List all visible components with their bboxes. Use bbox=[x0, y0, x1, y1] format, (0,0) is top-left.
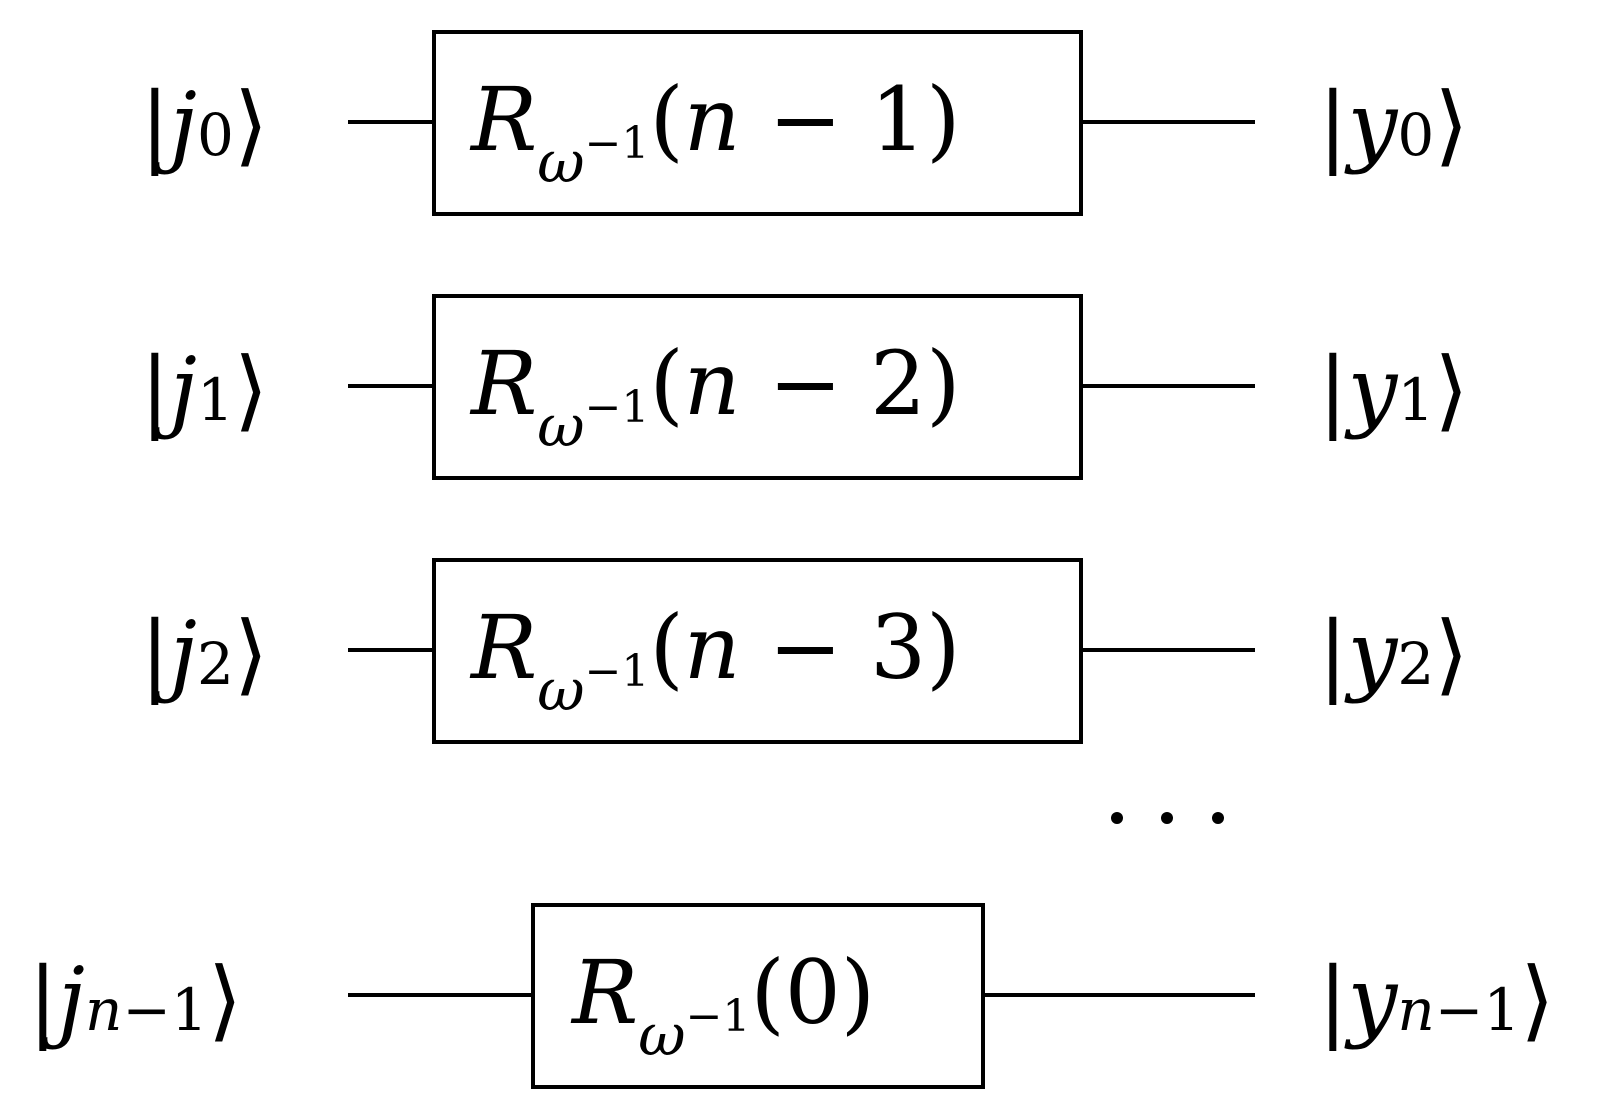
gate-label-last: Rω−1(0) bbox=[570, 941, 875, 1069]
gate-box-2 bbox=[432, 558, 1083, 744]
gate-label-2: Rω−1(n − 3) bbox=[469, 596, 961, 724]
input-ket-j2: |j2⟩ bbox=[140, 602, 268, 705]
gate-box-1 bbox=[432, 294, 1083, 480]
output-ket-y1: |y1⟩ bbox=[1318, 338, 1469, 441]
output-ket-y0: |y0⟩ bbox=[1318, 73, 1469, 176]
ellipsis bbox=[1111, 812, 1224, 824]
input-ket-jn-1: |jn−1⟩ bbox=[28, 948, 242, 1051]
gate-label-1: Rω−1(n − 2) bbox=[469, 332, 961, 460]
input-ket-j0: |j0⟩ bbox=[140, 73, 268, 176]
output-ket-y2: |y2⟩ bbox=[1318, 602, 1469, 705]
qubit-row-2: |j2⟩ Rω−1(n − 3) |y2⟩ bbox=[140, 558, 1469, 744]
input-ket-j1: |j1⟩ bbox=[140, 338, 268, 441]
output-ket-yn-1: |yn−1⟩ bbox=[1318, 948, 1555, 1051]
qubit-row-1: |j1⟩ Rω−1(n − 2) |y1⟩ bbox=[140, 294, 1469, 480]
ellipsis-dot bbox=[1161, 812, 1173, 824]
gate-label-0: Rω−1(n − 1) bbox=[469, 68, 961, 196]
qubit-row-0: |j0⟩ Rω−1(n − 1) |y0⟩ bbox=[140, 30, 1469, 216]
qubit-row-last: |jn−1⟩ Rω−1(0) |yn−1⟩ bbox=[28, 903, 1555, 1089]
ellipsis-dot bbox=[1212, 812, 1224, 824]
ellipsis-dot bbox=[1111, 812, 1123, 824]
